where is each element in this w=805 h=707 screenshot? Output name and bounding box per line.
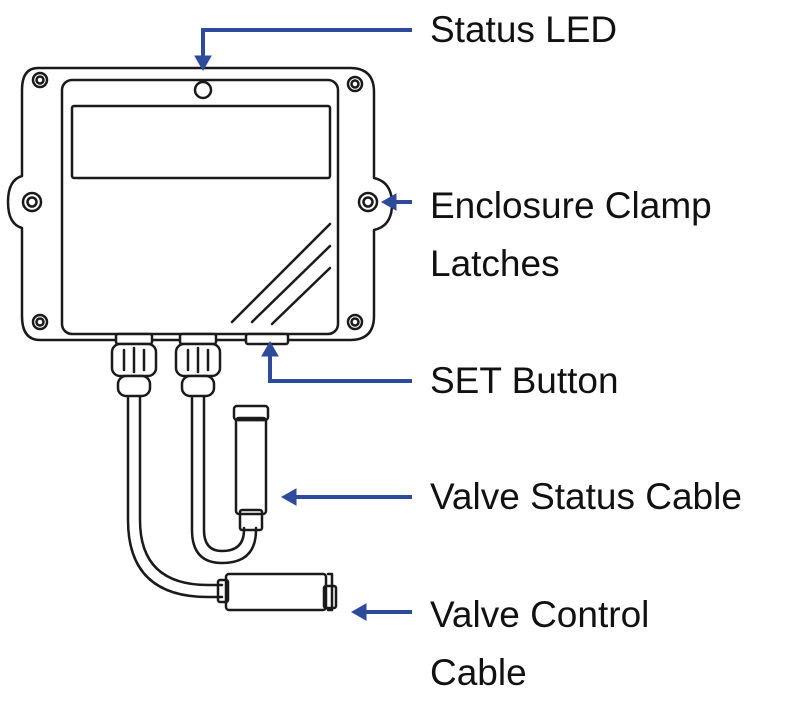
cable-gland-right (174, 332, 222, 398)
mounting-hole-bottom-right (346, 313, 364, 331)
label-status-led: Status LED (430, 9, 618, 50)
valve-control-cable (126, 393, 224, 599)
mounting-hole-top-left (31, 71, 49, 89)
status-led (193, 80, 213, 100)
label-valve-control-cable: Valve Control Cable (430, 594, 650, 693)
valve-status-connector (232, 404, 270, 532)
cable-gland-left (110, 332, 158, 398)
mounting-flanges (6, 66, 394, 342)
label-valve-status-cable: Valve Status Cable (430, 476, 742, 517)
clamp-latch-left (21, 191, 43, 213)
label-set-button: SET Button (430, 360, 619, 401)
arrow-valve-control-cable (350, 603, 412, 621)
mounting-hole-top-right (346, 75, 364, 93)
set-button (244, 332, 290, 346)
valve-status-cable (190, 388, 258, 565)
arrow-clamp-latches (380, 193, 412, 211)
arrow-set-button (261, 340, 412, 383)
arrow-status-led (194, 28, 412, 72)
enclosure-body (60, 78, 340, 336)
label-clamp-latches: Enclosure Clamp Latches (430, 185, 712, 284)
arrow-valve-status-cable (280, 488, 412, 506)
clamp-latch-right (357, 191, 379, 213)
decorative-stripes (230, 222, 332, 326)
enclosure-window (70, 104, 332, 180)
mounting-hole-bottom-left (31, 313, 49, 331)
valve-control-connector (216, 572, 338, 612)
